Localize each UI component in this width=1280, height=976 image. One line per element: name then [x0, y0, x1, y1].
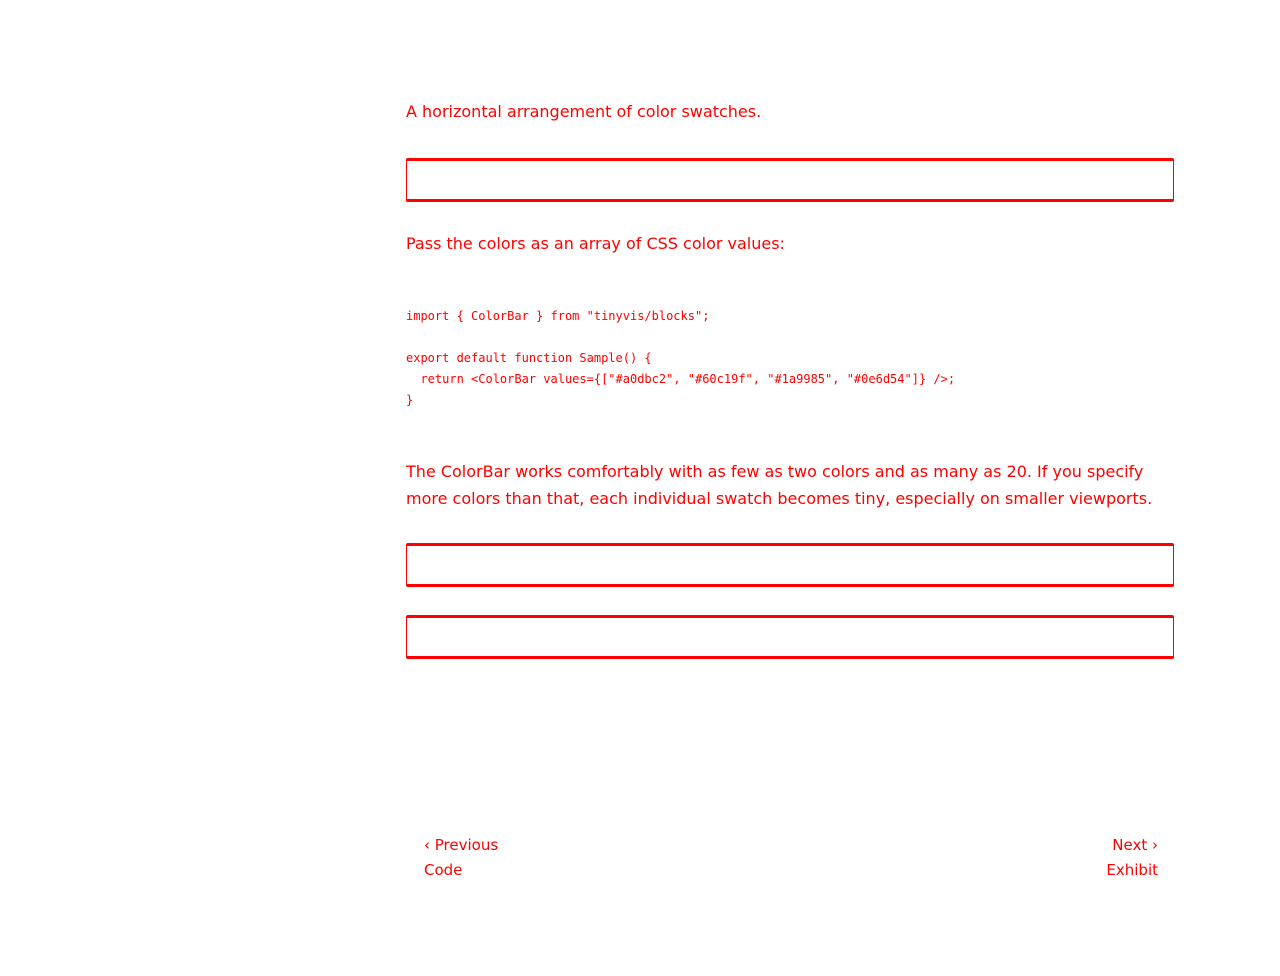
intro-text: Pass the colors as an array of CSS color…: [406, 234, 785, 253]
code-line: import { ColorBar } from "tinyvis/blocks…: [406, 309, 710, 323]
next-link[interactable]: Next › Exhibit: [1106, 833, 1158, 883]
next-title[interactable]: Exhibit: [1106, 861, 1158, 879]
previous-title[interactable]: Code: [424, 861, 463, 879]
previous-label[interactable]: ‹ Previous: [424, 836, 499, 854]
code-line: }: [406, 393, 414, 407]
color-bar-example-2: [406, 543, 1174, 587]
previous-link[interactable]: ‹ Previous Code: [424, 833, 498, 883]
next-label[interactable]: Next ›: [1112, 836, 1158, 854]
note-text: The ColorBar works comfortably with as f…: [406, 462, 1153, 508]
code-line: return <ColorBar values={["#a0dbc2", "#6…: [406, 372, 956, 386]
code-line: export default function Sample() {: [406, 351, 652, 365]
page-lead: A horizontal arrangement of color swatch…: [406, 102, 762, 121]
code-block: import { ColorBar } from "tinyvis/blocks…: [406, 306, 955, 411]
color-bar-example-1: [406, 158, 1174, 202]
color-bar-example-3: [406, 615, 1174, 659]
